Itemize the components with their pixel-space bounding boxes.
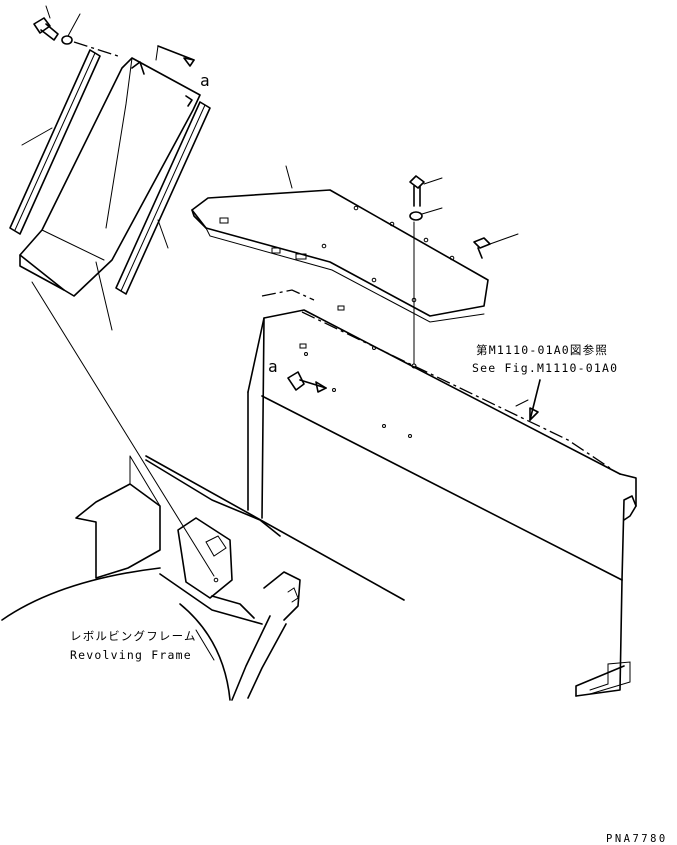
duct-cover-left xyxy=(19,57,201,331)
see-fig-label-en: See Fig.M1110-01A0 xyxy=(472,361,618,375)
grommet-right xyxy=(473,233,519,259)
bolt-axis-line xyxy=(73,41,119,57)
see-fig-label-jp: 第M1110-01A0図参照 xyxy=(476,343,608,357)
bolt-top-left xyxy=(33,5,59,41)
leader-frame-attach xyxy=(31,281,215,577)
drawing-code: PNA7780 xyxy=(606,833,668,845)
washer-top-center xyxy=(409,207,443,221)
seal-strip-left xyxy=(9,49,101,235)
revolving-frame-label-jp: レボルビングフレーム xyxy=(70,629,197,643)
top-cover-plate xyxy=(191,165,489,323)
view-label-a-top: a xyxy=(200,71,210,90)
leader-see-fig xyxy=(529,379,541,421)
housing-box xyxy=(247,289,637,697)
view-arrow-a-mid: a xyxy=(268,357,327,393)
view-arrow-a-top: a xyxy=(155,45,210,90)
view-label-a-mid: a xyxy=(268,357,278,376)
seal-strip-right xyxy=(115,101,211,295)
bolt-top-center xyxy=(409,175,443,207)
washer-top-left xyxy=(61,13,81,45)
revolving-frame-label-en: Revolving Frame xyxy=(70,648,192,662)
revolving-frame xyxy=(1,455,405,701)
